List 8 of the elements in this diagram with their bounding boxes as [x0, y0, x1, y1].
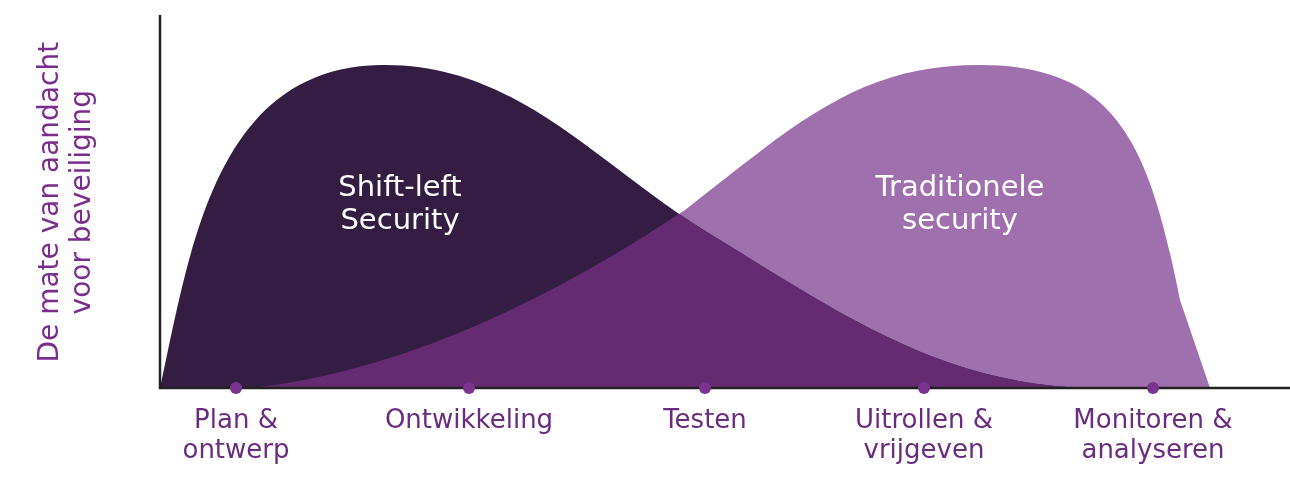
area-label: Shift-left Security: [337, 170, 463, 237]
stage-label: Monitoren & analyseren: [1072, 405, 1234, 465]
stage-label: Testen: [662, 405, 748, 435]
stage-label: Uitrollen & vrijgeven: [854, 405, 994, 465]
area-label: Traditionele security: [874, 170, 1046, 237]
stage-label: Plan & ontwerp: [181, 405, 291, 465]
axis-title: De mate van aandacht voor beveiliging: [32, 40, 98, 365]
stage-label: Ontwikkeling: [383, 405, 555, 435]
